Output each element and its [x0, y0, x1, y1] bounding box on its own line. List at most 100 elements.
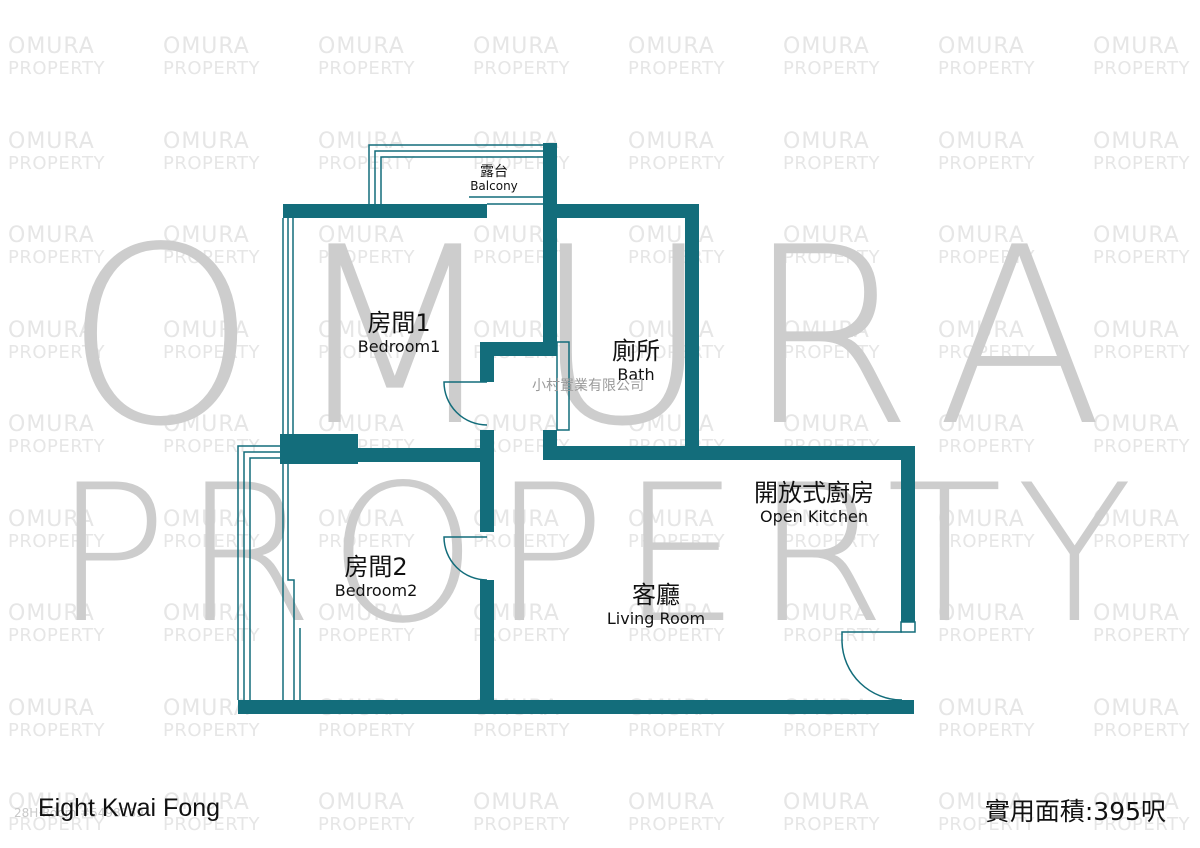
watermark-tile-line2: PROPERTY	[473, 58, 570, 79]
watermark-tile-line2: PROPERTY	[938, 625, 1035, 646]
watermark-tile-line1: OMURA	[783, 128, 870, 154]
watermark-tile-line2: PROPERTY	[1093, 341, 1190, 363]
watermark-tile-line2: PROPERTY	[318, 719, 415, 741]
label-bedroom1: 房間1 Bedroom1	[329, 309, 469, 356]
watermark-tile-line1: OMURA	[163, 695, 250, 721]
watermark-tile-line2: PROPERTY	[628, 814, 725, 835]
saleable-area: 實用面積:395呎	[984, 797, 1166, 826]
watermark-tile-line1: OMURA	[783, 34, 870, 59]
watermark-tile-line1: OMURA	[938, 695, 1025, 721]
label-kitchen-en: Open Kitchen	[760, 506, 868, 526]
wall-bath-top	[543, 204, 699, 218]
window-bedroom2	[237, 445, 280, 700]
watermark-tile-line2: PROPERTY	[8, 341, 105, 363]
watermark-tile-line1: OMURA	[318, 317, 405, 343]
watermark-tile-line1: OMURA	[163, 601, 250, 626]
label-bedroom2: 房間2 Bedroom2	[306, 553, 446, 600]
watermark-tile-line2: PROPERTY	[8, 814, 105, 835]
wall-bath-bottom	[543, 446, 915, 460]
watermark-tile-line2: PROPERTY	[318, 814, 415, 835]
watermark-tile-line1: OMURA	[628, 506, 715, 532]
watermark-tile-line2: PROPERTY	[1093, 152, 1190, 174]
watermark-tile-line1: OMURA	[783, 412, 870, 437]
watermark-tile-line2: PROPERTY	[628, 247, 725, 268]
watermark-tile-line2: PROPERTY	[938, 814, 1035, 835]
watermark-tile-line1: OMURA	[163, 223, 250, 248]
watermark-tile-line1: OMURA	[8, 695, 95, 721]
watermark-tile-line1: OMURA	[473, 128, 560, 154]
watermark-tile-line2: PROPERTY	[938, 436, 1035, 457]
watermark-tile-line2: PROPERTY	[938, 719, 1035, 741]
watermark-tile-line1: OMURA	[473, 223, 560, 248]
watermark-tile-line2: PROPERTY	[8, 152, 105, 174]
watermark-tile-line2: PROPERTY	[783, 814, 880, 835]
watermark-tile-line1: OMURA	[8, 506, 95, 532]
label-balcony-zh: 露台	[480, 164, 508, 180]
company-watermark: 小村置業有限公司	[532, 378, 644, 394]
watermark-tile-line1: OMURA	[473, 601, 560, 626]
door-bedroom2	[443, 536, 488, 581]
watermark-tile-line2: PROPERTY	[938, 58, 1035, 79]
label-living-en: Living Room	[606, 608, 706, 628]
label-bedroom2-zh: 房間2	[344, 553, 408, 581]
watermark-tile-line2: PROPERTY	[938, 341, 1035, 363]
label-bath: 廁所 Bath	[586, 337, 686, 384]
watermark-tile-line2: PROPERTY	[8, 530, 105, 552]
watermark-tile-line1: OMURA	[318, 34, 405, 59]
watermark-tile-line2: PROPERTY	[473, 719, 570, 741]
watermark-tile-line1: OMURA	[8, 223, 95, 248]
watermark-tile-line1: OMURA	[163, 34, 250, 59]
wall-bath-right	[685, 204, 699, 446]
watermark-tile-line2: PROPERTY	[318, 58, 415, 79]
label-kitchen: 開放式廚房 Open Kitchen	[722, 479, 906, 526]
watermark-tile-line1: OMURA	[628, 128, 715, 154]
watermark-tile-line2: PROPERTY	[783, 341, 880, 363]
watermark-tile-line1: OMURA	[938, 790, 1025, 815]
wall-corridor-notch	[480, 342, 557, 356]
watermark-tile-line2: PROPERTY	[8, 247, 105, 268]
watermark-tile-line1: OMURA	[473, 412, 560, 437]
label-kitchen-zh: 開放式廚房	[754, 479, 874, 507]
watermark-tile-line1: OMURA	[318, 790, 405, 815]
label-living-zh: 客廳	[632, 581, 680, 609]
watermark-tile-line2: PROPERTY	[783, 152, 880, 174]
watermark-tile-line1: OMURA	[318, 601, 405, 626]
watermark-tile-line2: PROPERTY	[628, 341, 725, 363]
watermark-tile-line1: OMURA	[8, 317, 95, 343]
watermark-tile-line2: PROPERTY	[163, 719, 260, 741]
watermark-tile-line1: OMURA	[318, 412, 405, 437]
watermark-tile-line1: OMURA	[8, 128, 95, 154]
watermark-tile-line2: PROPERTY	[8, 436, 105, 457]
watermark-tile-line1: OMURA	[163, 128, 250, 154]
